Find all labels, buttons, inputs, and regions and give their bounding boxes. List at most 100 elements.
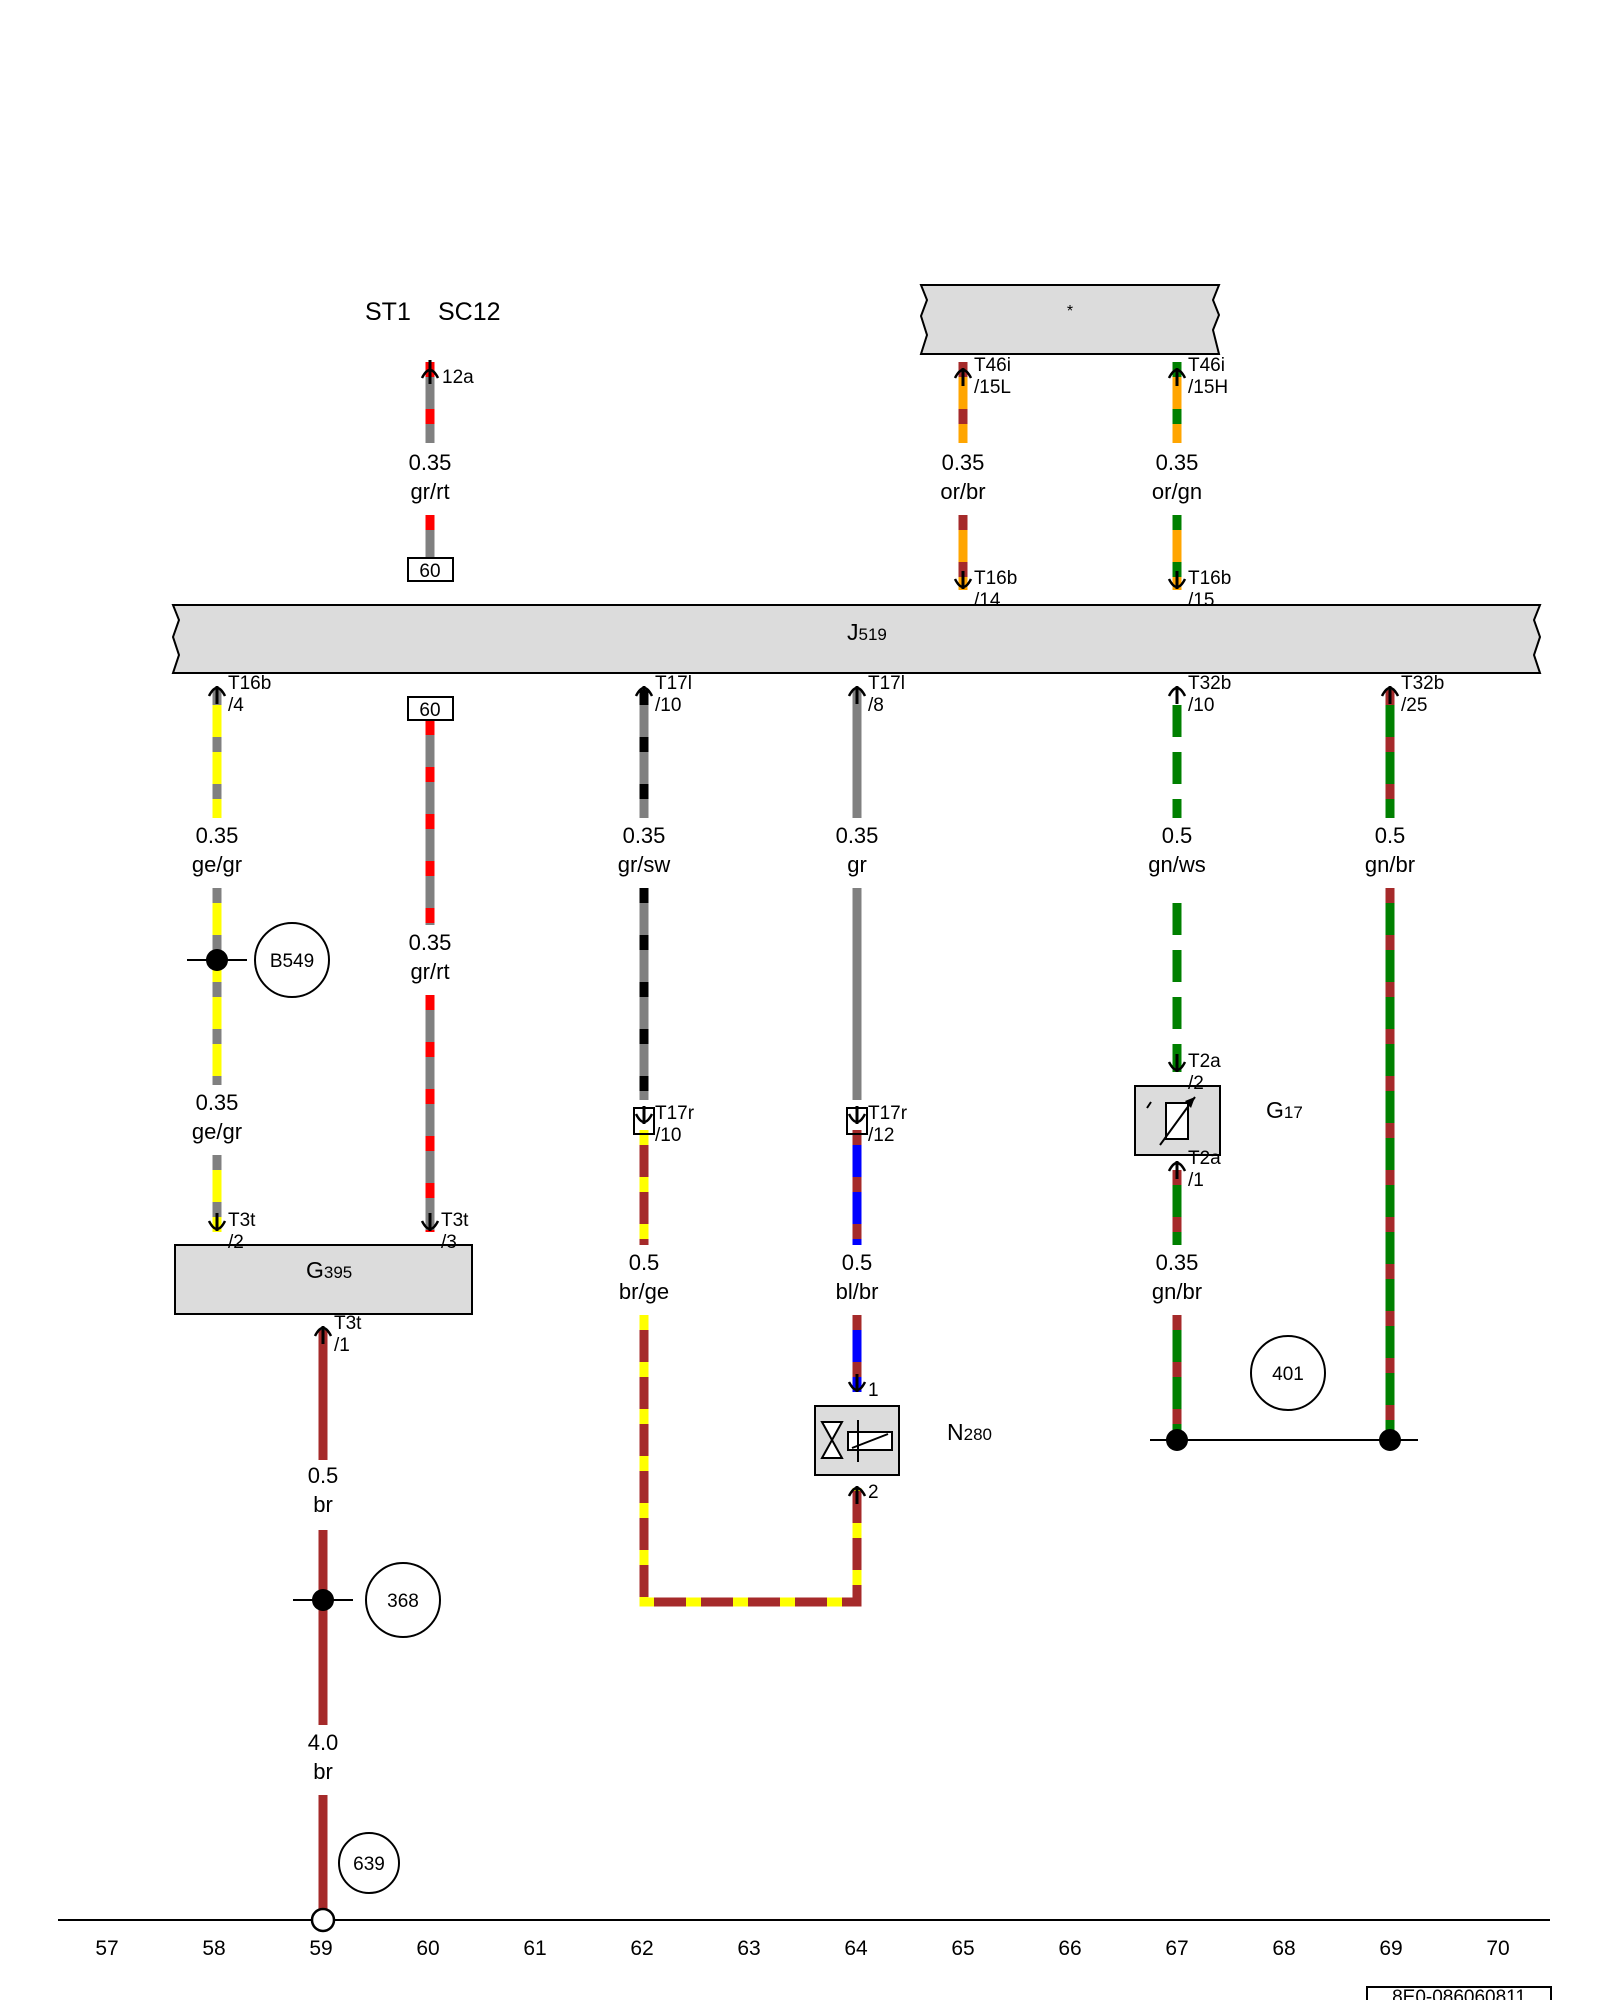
- connector-pin: /4: [228, 695, 244, 716]
- n280-subscript: 280: [964, 1425, 992, 1444]
- label-layer: 0.35gr/rt0.35or/br0.35or/gn0.35ge/gr0.35…: [95, 355, 1509, 1960]
- ref-60-upper-label: 60: [419, 561, 440, 582]
- wire-color-label: gr/sw: [618, 852, 671, 877]
- junction-401-right: [1379, 1429, 1401, 1451]
- ruler-number: 68: [1272, 1937, 1295, 1960]
- j519-control-unit: [171, 604, 1542, 674]
- j519-letter: J: [847, 619, 859, 645]
- ruler-number: 69: [1379, 1937, 1402, 1960]
- wire-layer: [212, 362, 1395, 1912]
- ref-box-60-upper: [407, 557, 454, 582]
- wire-color-label: br: [313, 1759, 333, 1784]
- connector-name: T16b: [228, 673, 271, 694]
- ground-terminal-icon: [310, 1907, 336, 1933]
- ref-60-lower-label: 60: [419, 700, 440, 721]
- g395-subscript: 395: [324, 1263, 352, 1282]
- connector-name: T2a: [1188, 1051, 1221, 1072]
- connector-pin: /15L: [974, 377, 1011, 398]
- fuse-sc-label: SC12: [438, 298, 501, 326]
- j519-label: J519: [847, 619, 887, 645]
- connector-name: T3t: [334, 1313, 362, 1334]
- n280-letter: N: [947, 1419, 964, 1445]
- star-component-box: [919, 284, 1221, 355]
- wire-size-label: 0.35: [196, 1090, 239, 1115]
- wire-color-label: ge/gr: [192, 1119, 242, 1144]
- connector-pin-icon: [1167, 368, 1187, 386]
- ruler-number: 59: [309, 1937, 332, 1960]
- connector-pin: /1: [334, 1335, 350, 1356]
- wire-color-label: gr/rt: [410, 959, 449, 984]
- fuse-st-label: ST1: [365, 298, 411, 326]
- wire-size-label: 0.5: [842, 1250, 873, 1275]
- connector-name: T17l: [655, 673, 692, 694]
- wire-size-label: 0.35: [1156, 1250, 1199, 1275]
- ruler-number: 65: [951, 1937, 974, 1960]
- wire-size-label: 0.35: [942, 450, 985, 475]
- connector-pin-icon: [846, 1106, 868, 1135]
- doc-number: 8E0-086060811: [1392, 1987, 1526, 2000]
- connector-pin-icon: [1167, 1161, 1187, 1179]
- connector-pin: /15H: [1188, 377, 1228, 398]
- ruler-number: 67: [1165, 1937, 1188, 1960]
- connector-name: T46i: [1188, 355, 1225, 376]
- wire-size-label: 0.35: [623, 823, 666, 848]
- reference-circle: [338, 1832, 400, 1894]
- wire-size-label: 0.35: [836, 823, 879, 848]
- wire-size-label: 0.35: [196, 823, 239, 848]
- junction-368: [312, 1589, 334, 1611]
- connector-name: T17l: [868, 673, 905, 694]
- connector-name: T16b: [974, 568, 1017, 589]
- connector-pin-icon: [313, 1326, 333, 1344]
- connector-name: T2a: [1188, 1148, 1221, 1169]
- connector-layer: [207, 360, 1400, 1504]
- ref-box-60-lower: [407, 696, 454, 721]
- g395-sensor: [174, 1244, 473, 1315]
- connector-name: T17r: [655, 1103, 695, 1124]
- n280-pin-label: 1: [868, 1380, 879, 1401]
- junction-401-left: [1166, 1429, 1188, 1451]
- connector-pin-icon: [634, 686, 654, 704]
- connector-pin: /14: [974, 590, 1001, 611]
- connector-name: T17r: [868, 1103, 908, 1124]
- wire-size-label: 0.35: [1156, 450, 1199, 475]
- thermometer-icon: [1146, 1101, 1152, 1109]
- junction-b549: [206, 949, 228, 971]
- wire-size-label: 0.35: [409, 930, 452, 955]
- connector-pin: /2: [228, 1232, 244, 1253]
- connector-name: T3t: [441, 1210, 469, 1231]
- connector-pin-icon: [1167, 686, 1187, 704]
- connector-name: T32b: [1401, 673, 1444, 694]
- connector-pin-icon: [953, 368, 973, 386]
- wire-color-label: or/gn: [1152, 479, 1202, 504]
- connector-pin-icon: [1167, 1054, 1187, 1072]
- ruler-number: 61: [523, 1937, 546, 1960]
- wire-size-label: 0.35: [409, 450, 452, 475]
- connector-pin-icon: [207, 686, 227, 704]
- g395-letter: G: [306, 1257, 324, 1283]
- reference-circle-label: 401: [1272, 1364, 1304, 1385]
- connector-pin-icon: [847, 686, 867, 704]
- wire-color-label: gn/ws: [1148, 852, 1205, 877]
- n280-valve: [814, 1405, 900, 1476]
- connector-pin-icon: [207, 1213, 227, 1231]
- reference-circle: [365, 1562, 441, 1638]
- reference-circle: [1250, 1335, 1326, 1411]
- wire-size-label: 0.5: [1162, 823, 1193, 848]
- connector-pin: /25: [1401, 695, 1427, 716]
- wire-size-label: 0.5: [308, 1463, 339, 1488]
- ruler-number: 57: [95, 1937, 118, 1960]
- connector-pin: /15: [1188, 590, 1214, 611]
- g17-subscript: 17: [1284, 1103, 1303, 1122]
- wire-br-ge-lower-stripe: [639, 1315, 862, 1607]
- fuse-pin-icon: [420, 360, 440, 384]
- connector-pin: /10: [655, 695, 681, 716]
- wire-color-label: gr/rt: [410, 479, 449, 504]
- wire-color-label: gr: [847, 852, 867, 877]
- connector-pin: /1: [1188, 1170, 1204, 1191]
- ruler-number: 58: [202, 1937, 225, 1960]
- g17-label: G17: [1266, 1097, 1303, 1123]
- n280-pin-label: 2: [868, 1482, 879, 1503]
- star-component-label: *: [1067, 303, 1073, 320]
- reference-circle-label: 639: [353, 1854, 385, 1875]
